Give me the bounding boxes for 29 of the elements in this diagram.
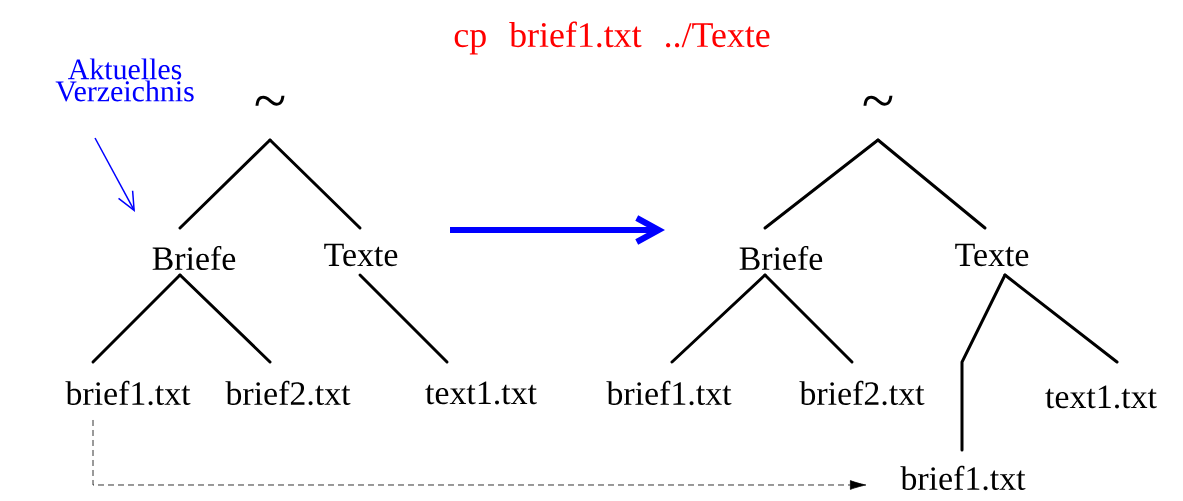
file-label: brief2.txt	[225, 380, 351, 406]
tree-line	[358, 273, 449, 364]
tree-line	[1003, 273, 1119, 364]
tree-line	[268, 138, 362, 230]
file-label: text1.txt	[425, 381, 537, 405]
tilde-root-label: ~	[255, 95, 285, 106]
tree-line	[178, 273, 272, 364]
dashed-arrow	[92, 419, 867, 490]
file-label: brief2.txt	[799, 380, 925, 406]
file-label: brief1.txt	[606, 380, 732, 406]
command-title: cp brief1.txt ../Texte	[454, 21, 770, 55]
file-label: brief1.txt	[900, 465, 1026, 491]
directory-label: Texte	[324, 243, 398, 267]
tree-line	[763, 138, 880, 230]
tree-line	[178, 138, 272, 230]
directory-label: Texte	[955, 243, 1029, 267]
file-label: brief1.txt	[65, 380, 191, 406]
arrow	[94, 137, 135, 212]
tree-line	[960, 273, 1007, 452]
arrow	[450, 215, 665, 245]
callout-text: Aktuelles Verzeichnis	[55, 58, 194, 102]
tilde-root-label: ~	[863, 95, 893, 106]
directory-label: Briefe	[152, 245, 236, 271]
tree-line	[763, 273, 854, 364]
tree-line	[876, 138, 987, 230]
tree-line	[91, 273, 182, 364]
directory-label: Briefe	[739, 245, 823, 271]
tree-line	[670, 273, 767, 364]
file-label: text1.txt	[1045, 385, 1157, 409]
